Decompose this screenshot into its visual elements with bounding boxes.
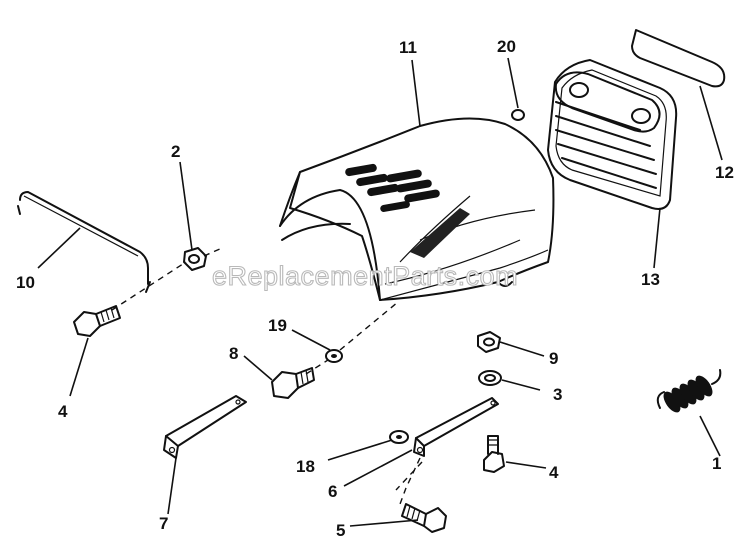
- callout-20: 20: [497, 37, 516, 56]
- part-19-washer[interactable]: [325, 349, 343, 363]
- part-12-trim-strip[interactable]: [631, 29, 726, 88]
- callout-19: 19: [268, 316, 287, 335]
- part-13-grille[interactable]: [547, 59, 678, 210]
- callout-5: 5: [336, 521, 345, 540]
- callout-10: 10: [16, 273, 35, 292]
- callout-9: 9: [549, 349, 558, 368]
- callout-8-upper: 8: [229, 344, 238, 363]
- watermark-text: eReplacementParts.com: [212, 261, 518, 291]
- callout-13: 13: [641, 270, 660, 289]
- callout-6: 6: [328, 482, 337, 501]
- callout-2: 2: [171, 142, 180, 161]
- part-18-washer[interactable]: [389, 430, 409, 444]
- callout-12: 12: [715, 163, 734, 182]
- hood-vent-slots: [345, 163, 440, 212]
- part-3-washer[interactable]: [478, 370, 502, 386]
- callout-1: 1: [712, 454, 721, 473]
- part-4-bolt-left[interactable]: [73, 305, 121, 337]
- part-6-link-bracket[interactable]: [413, 397, 499, 457]
- assembly-lines: [111, 247, 423, 505]
- part-2-nut[interactable]: [183, 247, 207, 271]
- callout-11: 11: [399, 38, 417, 57]
- callout-labels: 1 2 3 4 4 5 6 7 8 9 10 11 12 13 18 19 20: [16, 37, 734, 540]
- callout-4-left: 4: [58, 402, 68, 421]
- part-11-hood[interactable]: [279, 117, 555, 301]
- callout-7: 7: [159, 514, 168, 533]
- grille-louvers: [555, 101, 657, 189]
- part-4-bolt-right[interactable]: [483, 435, 505, 473]
- callout-18: 18: [296, 457, 315, 476]
- part-10-rod[interactable]: [17, 191, 151, 293]
- part-1-spring[interactable]: [656, 369, 722, 415]
- callout-3: 3: [553, 385, 562, 404]
- leader-lines: [37, 57, 723, 527]
- part-8-bolt-upper[interactable]: [271, 367, 315, 399]
- part-5-bolt[interactable]: [401, 503, 447, 533]
- part-20-plug[interactable]: [511, 109, 525, 121]
- callout-4-right: 4: [549, 463, 559, 482]
- part-9-nut[interactable]: [477, 331, 501, 353]
- part-7-bracket[interactable]: [163, 395, 247, 459]
